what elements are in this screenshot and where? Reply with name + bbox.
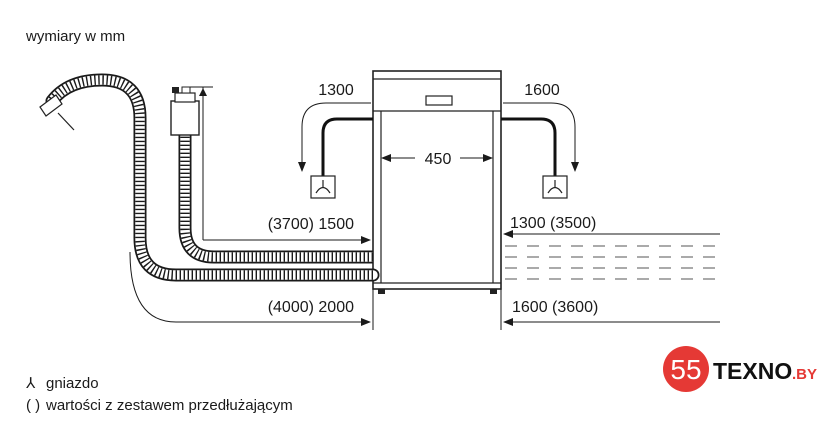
connection-height-line: [190, 86, 213, 240]
left-foot: [378, 289, 385, 294]
socket-legend-symbol: ⅄: [25, 375, 36, 392]
right-bottom-dimension-label: 1600 (3600): [512, 299, 598, 316]
right-top-dimension-label: 1600: [524, 82, 560, 99]
water-inlet-hose: [170, 86, 373, 264]
right-mid-dimension-label: 1300 (3500): [510, 215, 596, 232]
width-label: 450: [425, 151, 452, 168]
logo-number: 55: [670, 354, 701, 385]
texno-logo: 55 TEXNO .BY: [663, 346, 817, 392]
units-note: wymiary w mm: [25, 28, 125, 45]
logo-name: TEXNO: [713, 358, 792, 384]
aquastop-valve: [170, 100, 200, 136]
socket-icon-right: [542, 175, 568, 199]
control-panel-display: [425, 95, 453, 106]
socket-legend-label: gniazdo: [46, 375, 99, 392]
drain-hose: [39, 73, 380, 282]
drain-hose-end: [39, 94, 63, 117]
left-top-dimension-label: 1300: [318, 82, 354, 99]
power-cable-left: [298, 102, 373, 176]
brackets-legend-label: wartości z zestawem przedłużającym: [45, 397, 293, 414]
right-foot: [490, 289, 497, 294]
left-bottom-dimension-line: [129, 251, 371, 326]
brackets-legend-symbol: ( ): [26, 397, 40, 414]
logo-badge: [663, 346, 709, 392]
left-bottom-dimension-label: (4000) 2000: [268, 299, 354, 316]
socket-icon-left: [310, 175, 336, 199]
logo-suffix: .BY: [792, 366, 817, 383]
power-cable-right: [501, 102, 579, 176]
right-hose-routes: [505, 245, 720, 280]
left-mid-dimension-label: (3700) 1500: [268, 216, 354, 233]
dishwasher-body: [372, 70, 502, 294]
